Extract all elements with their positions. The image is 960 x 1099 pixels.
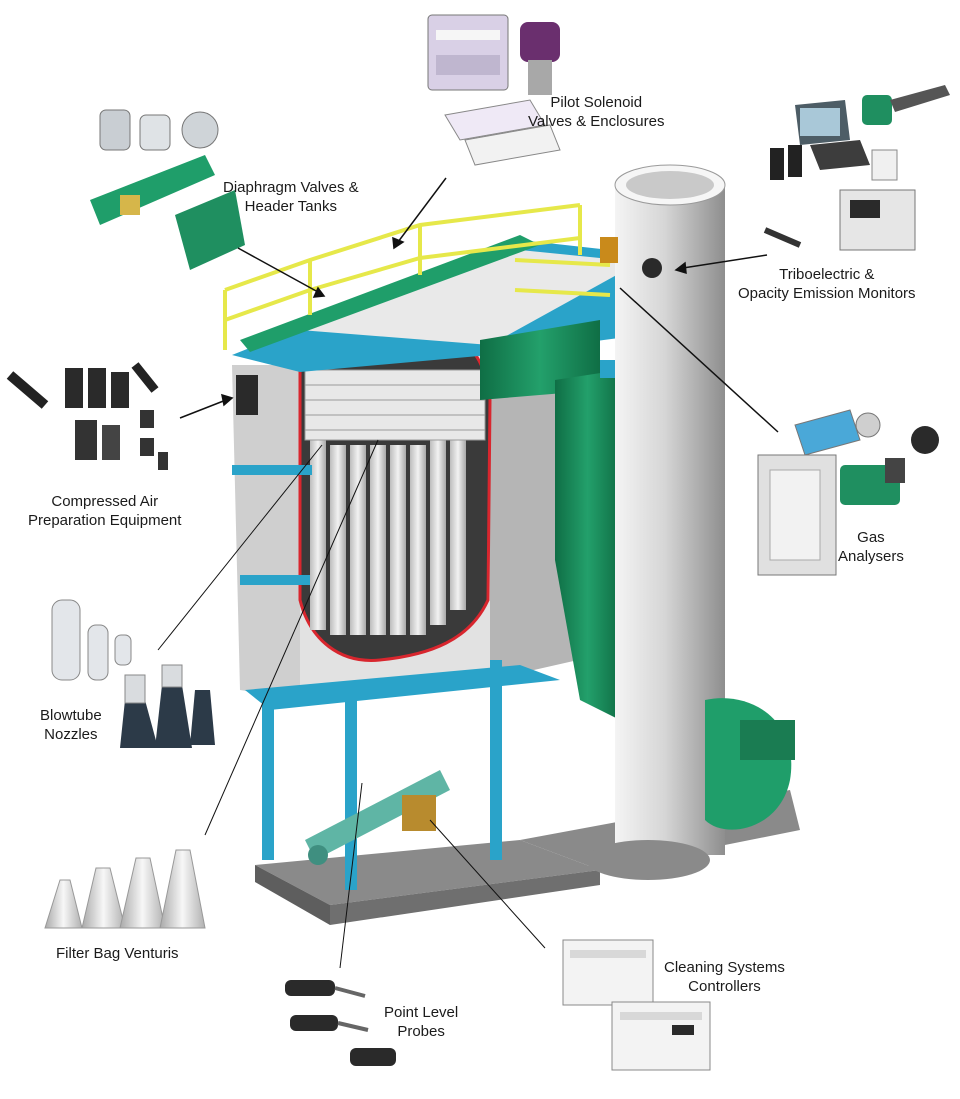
- label-blowtube-nozzles: Blowtube Nozzles: [40, 706, 102, 744]
- label-pilot-solenoid: Pilot Solenoid Valves & Enclosures: [528, 93, 664, 131]
- filter-bags: [310, 430, 466, 635]
- label-line: Point Level: [384, 1004, 459, 1021]
- air-filter-regulator: [236, 375, 258, 415]
- bag-tops: [304, 369, 486, 441]
- label-diaphragm-valves: Diaphragm Valves & Header Tanks: [223, 178, 359, 216]
- label-triboelectric: Triboelectric & Opacity Emission Monitor…: [738, 265, 916, 303]
- cleaning-controller-products: [562, 939, 711, 1071]
- label-line: Nozzles: [44, 726, 98, 743]
- label-compressed-air: Compressed Air Preparation Equipment: [28, 492, 181, 530]
- compressed-air-products: [6, 362, 168, 470]
- label-line: Triboelectric &: [779, 266, 875, 283]
- outlet-duct: [480, 320, 620, 720]
- filter-bag-venturi-products: [44, 849, 206, 929]
- label-line: Blowtube: [40, 707, 102, 724]
- pilot-solenoid-products: [427, 14, 561, 166]
- point-level-probe-products: [285, 980, 396, 1066]
- label-line: Probes: [397, 1023, 445, 1040]
- filter-bag-cutaway: [298, 335, 492, 662]
- label-line: Valves & Enclosures: [528, 113, 665, 130]
- control-box: [402, 795, 436, 831]
- label-line: Filter Bag Venturis: [56, 945, 179, 962]
- label-line: Cleaning Systems: [664, 959, 785, 976]
- label-point-level-probes: Point Level Probes: [384, 1003, 458, 1041]
- label-line: Diaphragm Valves &: [223, 179, 359, 196]
- label-cleaning-controllers: Cleaning Systems Controllers: [664, 958, 785, 996]
- label-line: Opacity Emission Monitors: [738, 285, 916, 302]
- exhaust-fan: [705, 698, 795, 830]
- label-line: Pilot Solenoid: [550, 94, 643, 111]
- railing: [223, 203, 611, 350]
- label-filter-bag-venturis: Filter Bag Venturis: [56, 944, 179, 963]
- screw-conveyor: [305, 770, 450, 865]
- emission-monitor-products: [763, 85, 950, 251]
- gas-analyser-products: [757, 409, 939, 576]
- diaphragm-valve-products: [90, 109, 245, 270]
- label-line: Gas: [857, 529, 885, 546]
- label-gas-analysers: Gas Analysers: [838, 528, 904, 566]
- label-line: Analysers: [838, 548, 904, 565]
- sensor-head: [642, 258, 662, 278]
- label-line: Preparation Equipment: [28, 512, 182, 529]
- label-line: Header Tanks: [244, 198, 337, 215]
- monitor-box: [600, 237, 618, 263]
- label-line: Compressed Air: [51, 493, 159, 510]
- leader-lines: [157, 177, 779, 969]
- blowtube-nozzle-products: [51, 599, 215, 748]
- label-line: Controllers: [688, 978, 761, 995]
- top-walkway: [232, 235, 700, 372]
